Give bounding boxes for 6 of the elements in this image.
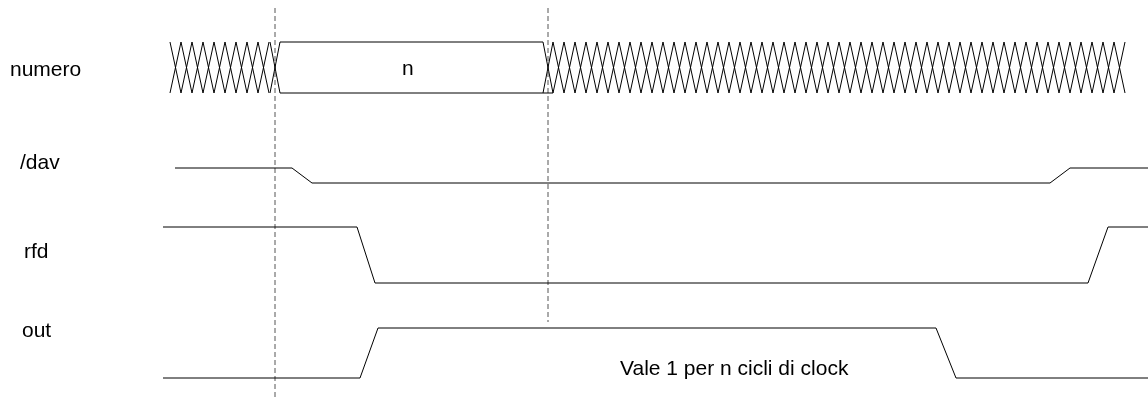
signal-label: out [22,318,52,342]
signal-label: rfd [24,239,49,263]
annotation-text: Vale 1 per n cicli di clock [620,356,849,380]
data-value-label: n [402,56,414,80]
signal-label: /dav [20,150,60,174]
signal-label: numero [10,57,82,81]
